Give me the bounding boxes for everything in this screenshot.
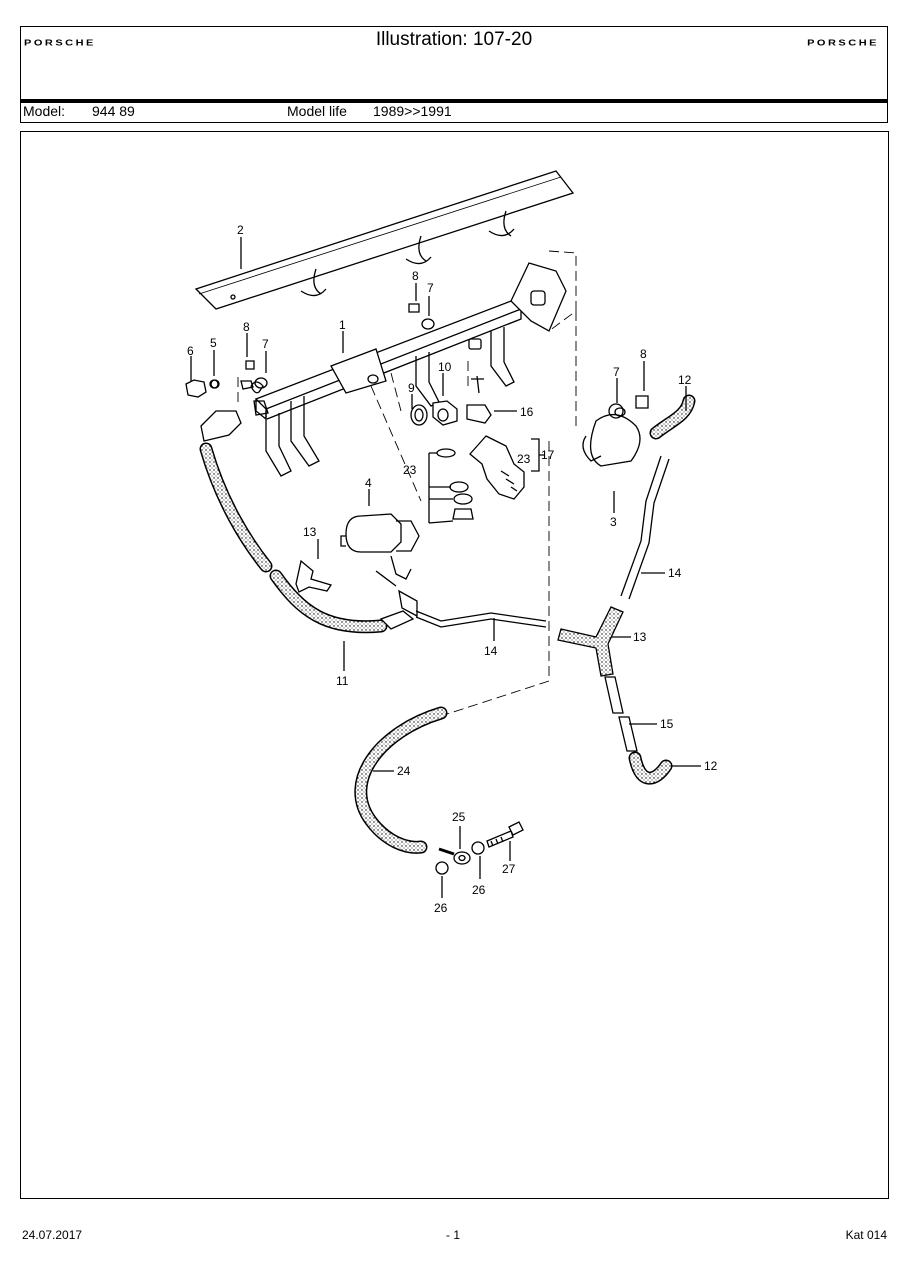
callout-12a: 12 <box>678 373 692 387</box>
diagram-drawing <box>185 170 701 898</box>
header-box: PORSCHE Illustration: 107-20 PORSCHE <box>20 26 888 100</box>
callout-26b: 26 <box>472 883 486 897</box>
callout-labels: 2 1 3 4 5 6 7 7 7 8 8 8 9 10 11 12 12 13… <box>187 223 718 915</box>
callout-26a: 26 <box>434 901 448 915</box>
illustration-frame: 2 1 3 4 5 6 7 7 7 8 8 8 9 10 11 12 12 13… <box>20 131 889 1199</box>
callout-8b: 8 <box>412 269 419 283</box>
callout-17: 17 <box>541 448 555 462</box>
callout-3: 3 <box>610 515 617 529</box>
callout-6: 6 <box>187 344 194 358</box>
callout-4: 4 <box>365 476 372 490</box>
callout-25: 25 <box>452 810 466 824</box>
footer-page: - 1 <box>446 1228 461 1242</box>
callout-12b: 12 <box>704 759 718 773</box>
callout-8c: 8 <box>640 347 647 361</box>
callout-11: 11 <box>336 674 349 688</box>
callout-7b: 7 <box>427 281 434 295</box>
porsche-logo-right: PORSCHE <box>807 38 879 48</box>
callout-10: 10 <box>438 360 452 374</box>
callout-2: 2 <box>237 223 244 237</box>
footer-catalog: Kat 014 <box>845 1228 887 1242</box>
porsche-logo-left: PORSCHE <box>24 38 96 48</box>
illustration-title: Illustration: 107-20 <box>375 29 533 50</box>
model-life-label: Model life <box>287 103 347 119</box>
callout-23b: 23 <box>517 452 531 466</box>
model-row: Model: 944 89 Model life 1989>>1991 <box>20 103 888 123</box>
model-life-value: 1989>>1991 <box>373 103 452 119</box>
parts-diagram: 2 1 3 4 5 6 7 7 7 8 8 8 9 10 11 12 12 13… <box>185 170 718 915</box>
footer-date: 24.07.2017 <box>22 1228 83 1242</box>
callout-15: 15 <box>660 717 674 731</box>
callout-1: 1 <box>339 318 346 332</box>
callout-24: 24 <box>397 764 411 778</box>
callout-14a: 14 <box>668 566 682 580</box>
callout-5: 5 <box>210 336 217 350</box>
callout-7a: 7 <box>262 337 269 351</box>
callout-13a: 13 <box>303 525 317 539</box>
callout-27: 27 <box>502 862 516 876</box>
callout-14b: 14 <box>484 644 498 658</box>
callout-8a: 8 <box>243 320 250 334</box>
header-divider <box>20 100 888 103</box>
callout-16: 16 <box>520 405 534 419</box>
model-label: Model: <box>23 103 66 119</box>
callout-7c: 7 <box>613 365 620 379</box>
model-value: 944 89 <box>92 103 135 119</box>
callout-23a: 23 <box>403 463 417 477</box>
callout-13b: 13 <box>633 630 647 644</box>
callout-9: 9 <box>408 381 415 395</box>
